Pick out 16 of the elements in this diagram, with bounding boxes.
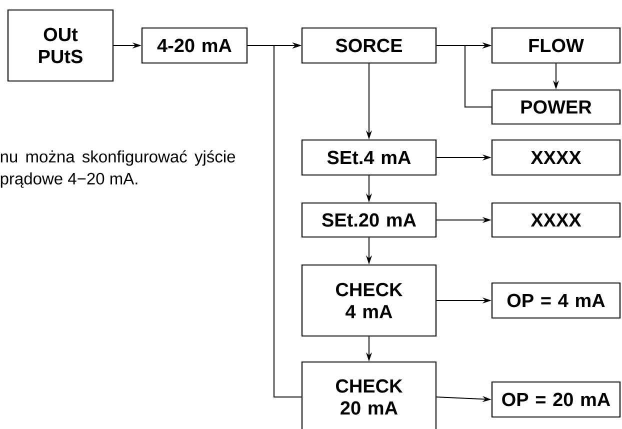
process-box: OP = 20 mA xyxy=(491,381,621,418)
process-box: XXXX xyxy=(491,202,621,238)
description-text: nu można skonfigurować yjście prądowe 4−20 mA. xyxy=(0,150,236,188)
process-box: SEt.20 mA xyxy=(301,202,437,238)
process-box: CHECK 4 mA xyxy=(301,264,437,337)
process-box: 4-20 mA xyxy=(141,27,248,64)
process-box: SORCE xyxy=(301,27,437,64)
process-box: XXXX xyxy=(491,139,621,176)
process-box: SEt.4 mA xyxy=(301,139,437,176)
arrow xyxy=(464,42,492,108)
process-box: FLOW xyxy=(491,27,621,64)
process-box: OP = 4 mA xyxy=(491,282,621,319)
process-box: CHECK 20 mA xyxy=(301,361,437,429)
process-box: OUt PUtS xyxy=(7,9,114,82)
arrow xyxy=(274,42,302,398)
process-box: POWER xyxy=(491,89,621,125)
